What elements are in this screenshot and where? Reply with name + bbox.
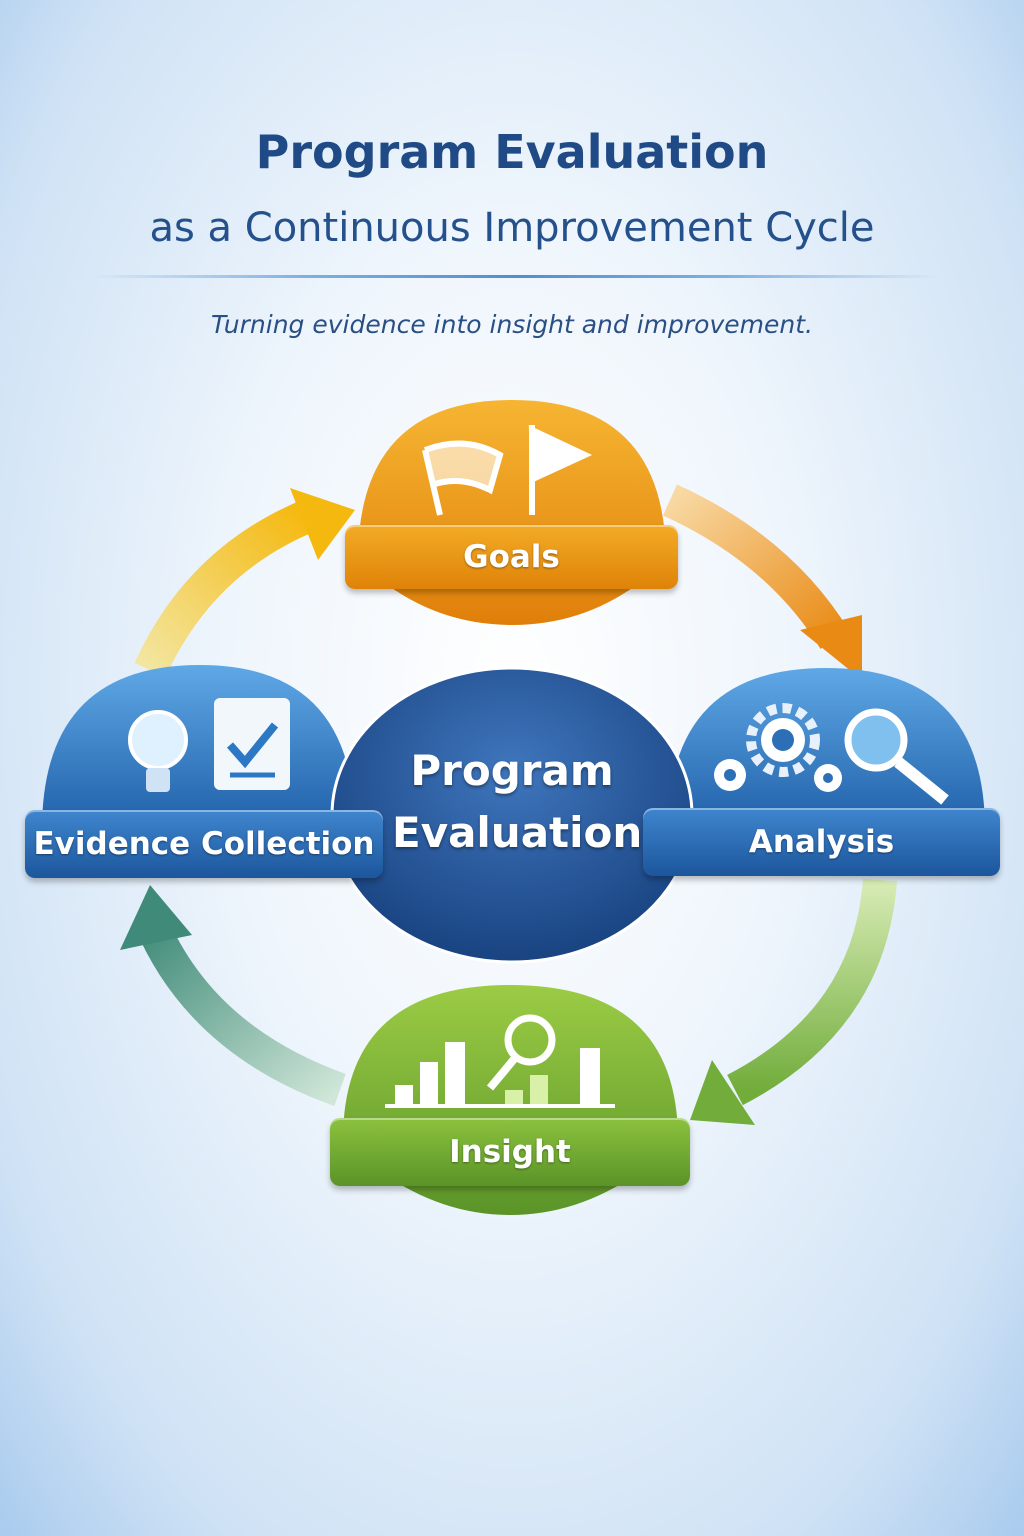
gears-magnifier-icon [714, 703, 949, 805]
analysis-banner: Analysis [643, 808, 1000, 876]
evidence-dome [42, 665, 355, 830]
goals-dome [358, 400, 666, 625]
arrow-analysis-to-insight [690, 878, 897, 1125]
bar-chart-magnifier-icon [385, 1014, 615, 1108]
page-title: Program Evaluation [255, 125, 769, 179]
center-line-1: Program [410, 746, 614, 795]
tagline: Turning evidence into insight and improv… [211, 310, 813, 339]
flags-icon [422, 425, 593, 516]
arrow-insight-to-evidence [120, 885, 346, 1107]
insight-label: Insight [449, 1134, 571, 1170]
arrow-goals-to-analysis [662, 484, 862, 680]
center-title: Program Evaluation [392, 740, 643, 864]
analysis-label: Analysis [748, 824, 895, 860]
evidence-collection-banner: Evidence Collection [25, 810, 383, 878]
evidence-collection-label: Evidence Collection [33, 826, 375, 862]
page-subtitle: as a Continuous Improvement Cycle [149, 205, 875, 251]
analysis-dome [668, 668, 985, 830]
center-line-2: Evaluation [392, 808, 643, 857]
goals-label: Goals [463, 539, 560, 575]
goals-banner: Goals [345, 525, 678, 589]
insight-banner: Insight [330, 1118, 690, 1186]
lightbulb-checklist-icon [128, 698, 290, 792]
divider [90, 275, 940, 278]
arrow-evidence-to-goals [134, 488, 355, 678]
